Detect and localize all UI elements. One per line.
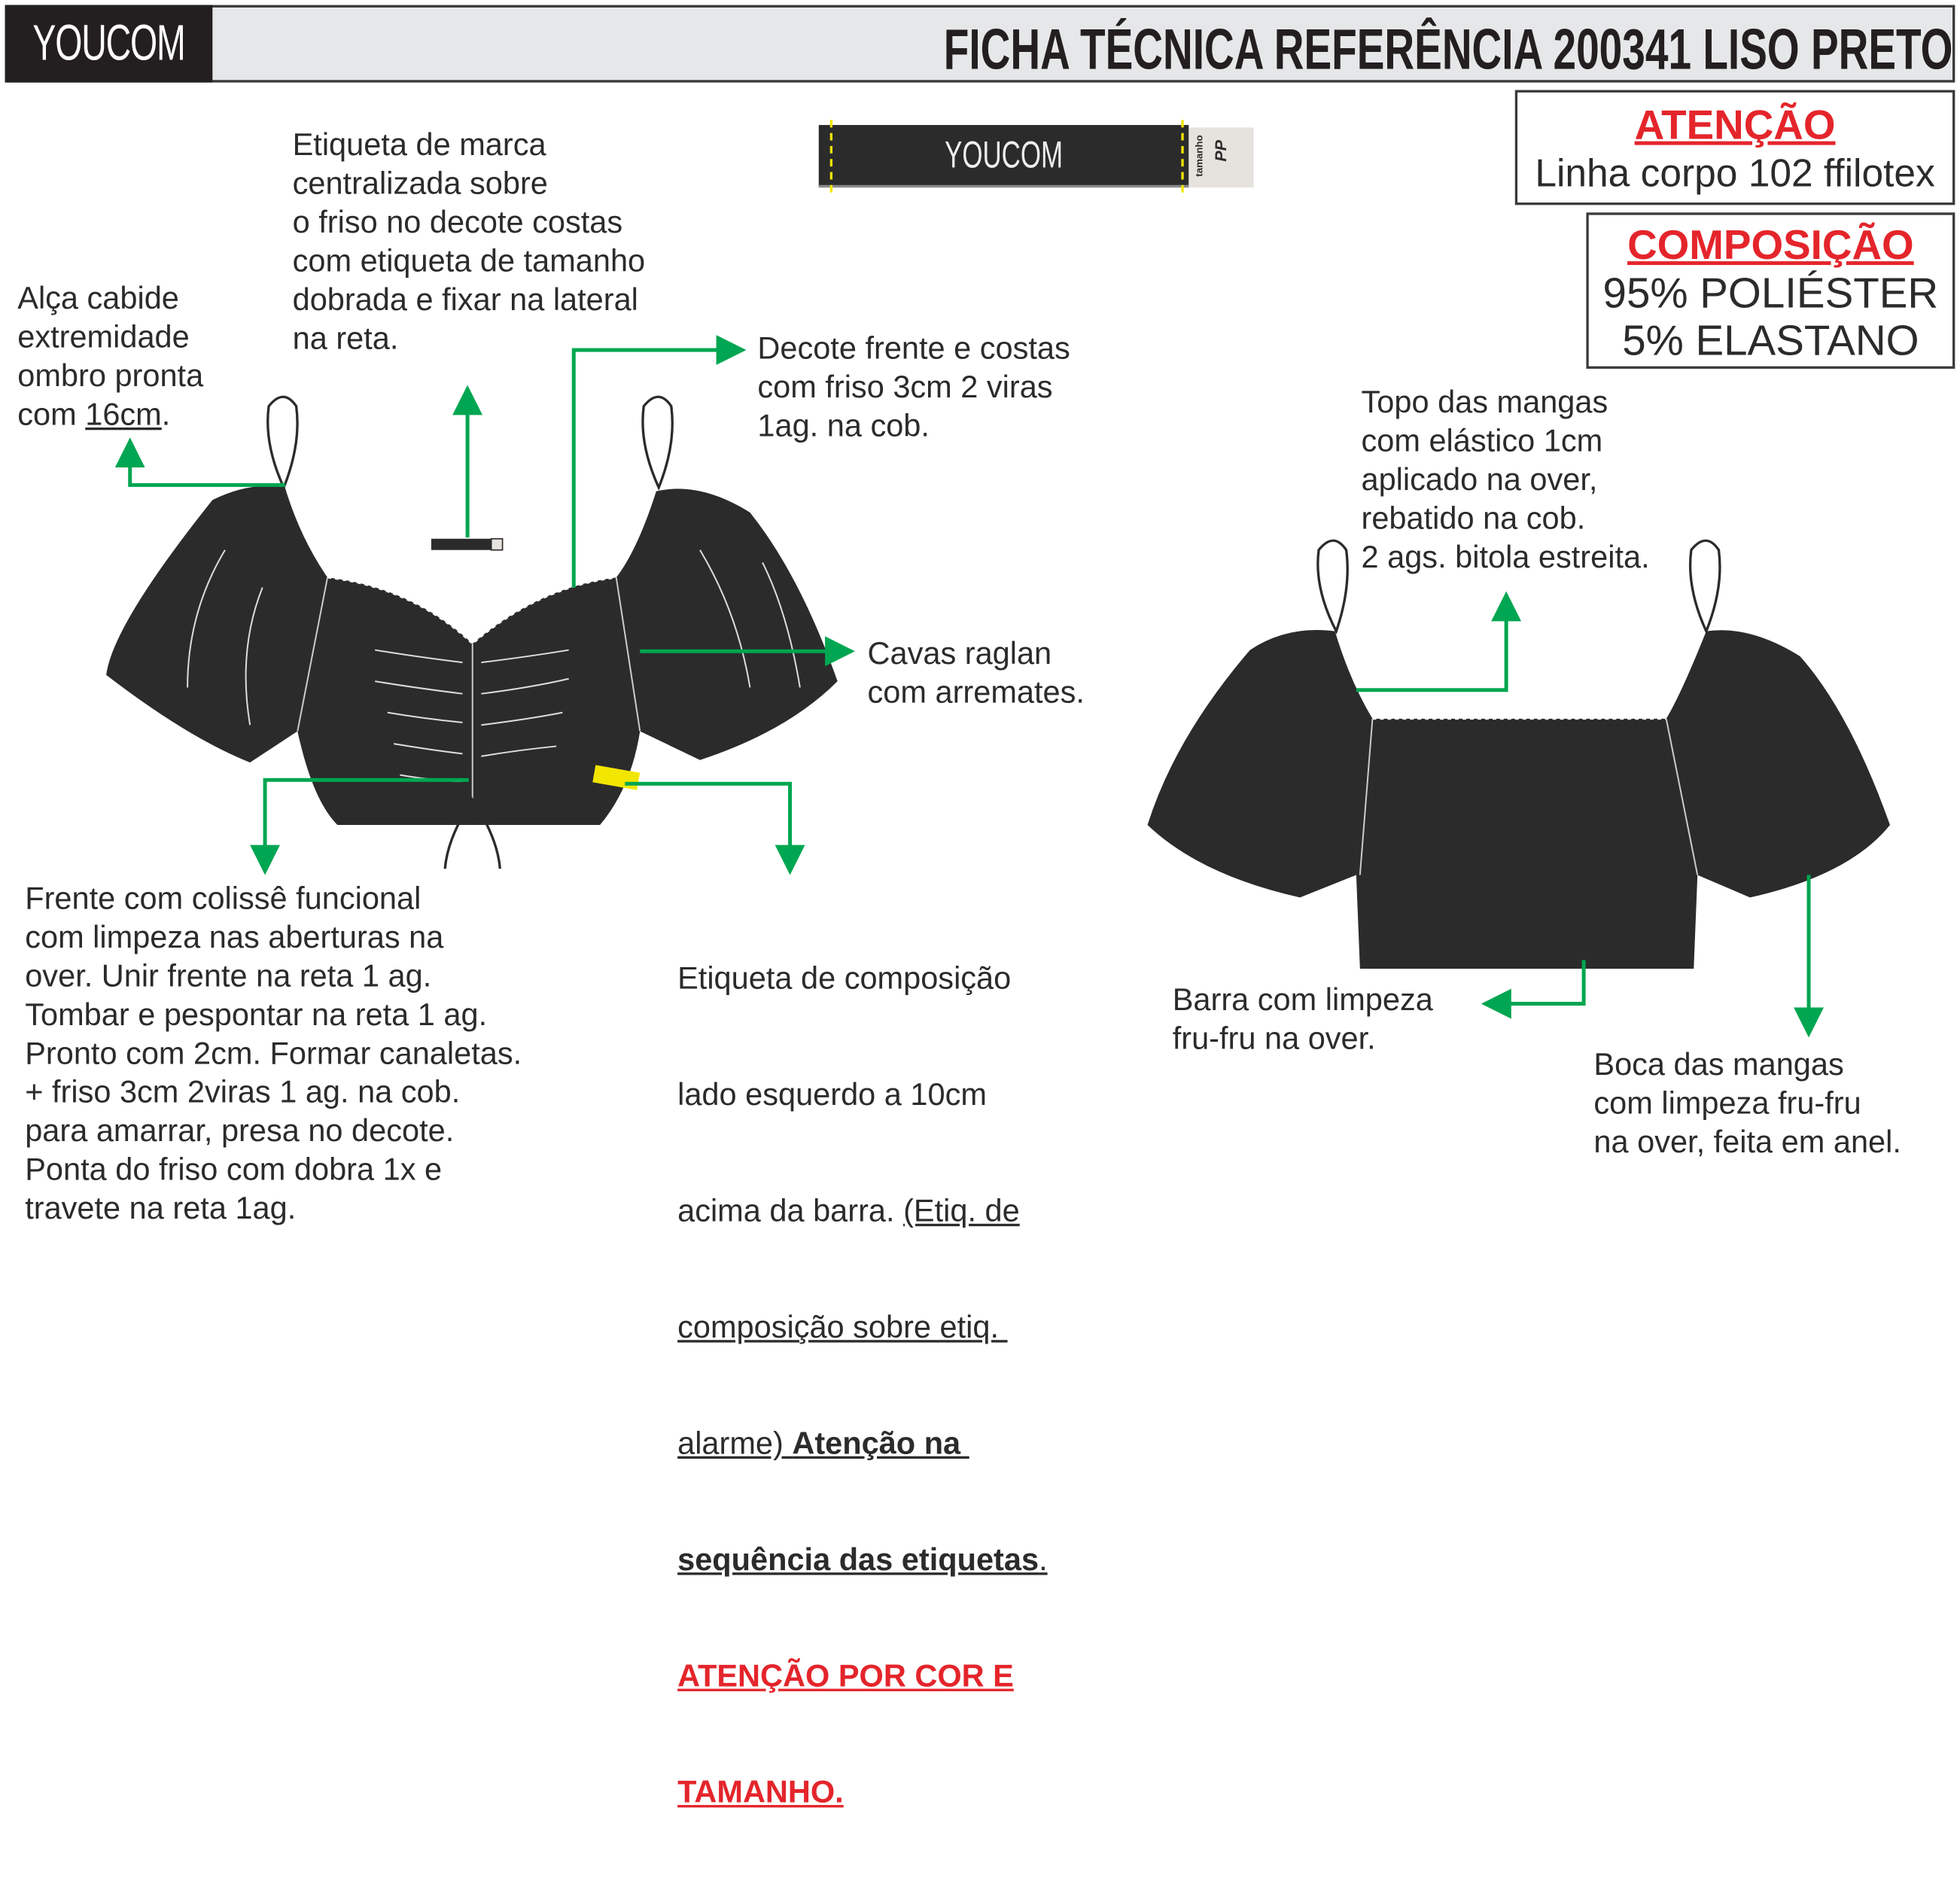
note-hem: Barra com limpeza fru-fru na over. [1172,982,1433,1057]
note-neckline: Decote frente e costas com friso 3cm 2 v… [757,331,1070,444]
attention-text: Linha corpo 102 ffilotex [1535,151,1935,196]
comp-note-alert: TAMANHO. [677,1775,844,1810]
annotation-arrows [114,335,1824,1038]
garment-drawings [106,335,1890,1038]
attention-heading: ATENÇÃO [1634,101,1836,148]
note-hanger-strap: Alça cabide extremidade ombro pronta com… [17,280,203,435]
comp-note-line: Etiqueta de composição [677,961,1012,997]
comp-note-bold: sequência das etiquetas [677,1542,1039,1578]
composition-box: COMPOSIÇÃO 95% POLIÉSTER 5% ELASTANO [1586,212,1955,369]
note-raglan: Cavas raglan com arremates. [867,636,1085,711]
back-garment [1147,539,1890,969]
brand-logo: YOUCOM [5,5,213,83]
note-front: Frente com colissê funcional com limpeza… [25,881,522,1227]
page-title: FICHA TÉCNICA REFERÊNCIA 200341 LISO PRE… [943,16,1953,81]
composition-heading: COMPOSIÇÃO [1627,221,1914,268]
comp-note-end: . [1039,1542,1048,1578]
logo-text: YOUCOM [32,15,185,71]
comp-note-line: acima da barra. [677,1193,904,1229]
hanger-strap-measure: 16cm [85,397,162,433]
comp-note-underlined: alarme) [677,1426,793,1462]
note-brand-label: Etiqueta de marca centralizada sobre o f… [292,127,646,357]
hanger-strap-text: Alça cabide extremidade ombro pronta com [17,281,204,433]
hanger-strap-end: . [161,397,171,433]
comp-note-line: lado esquerdo a 10cm [677,1077,987,1113]
attention-box: ATENÇÃO Linha corpo 102 ffilotex [1514,90,1955,205]
brand-label-image: YOUCOM tamanho PP [818,120,1254,193]
note-composition-label: Etiqueta de composição lado esquerdo a 1… [677,882,1048,1890]
composition-line-1: 95% POLIÉSTER [1602,269,1939,318]
tech-sheet: YOUCOM FICHA TÉCNICA REFERÊNCIA 200341 L… [5,5,1955,1810]
note-sleeve-top: Topo das mangas com elástico 1cm aplicad… [1361,385,1650,575]
comp-note-alert: ATENÇÃO POR COR E [677,1658,1014,1694]
front-garment [106,395,838,869]
comp-note-underlined: composição sobre etiq. [677,1310,1008,1345]
header-bar [5,5,1955,83]
comp-note-underlined: (Etiq. de [903,1193,1020,1229]
comp-note-bold: Atenção na [792,1426,969,1462]
note-sleeve-mouth: Boca das mangas com limpeza fru-fru na o… [1593,1047,1901,1161]
composition-line-2: 5% ELASTANO [1622,317,1919,365]
label-brand-text: YOUCOM [945,135,1064,177]
